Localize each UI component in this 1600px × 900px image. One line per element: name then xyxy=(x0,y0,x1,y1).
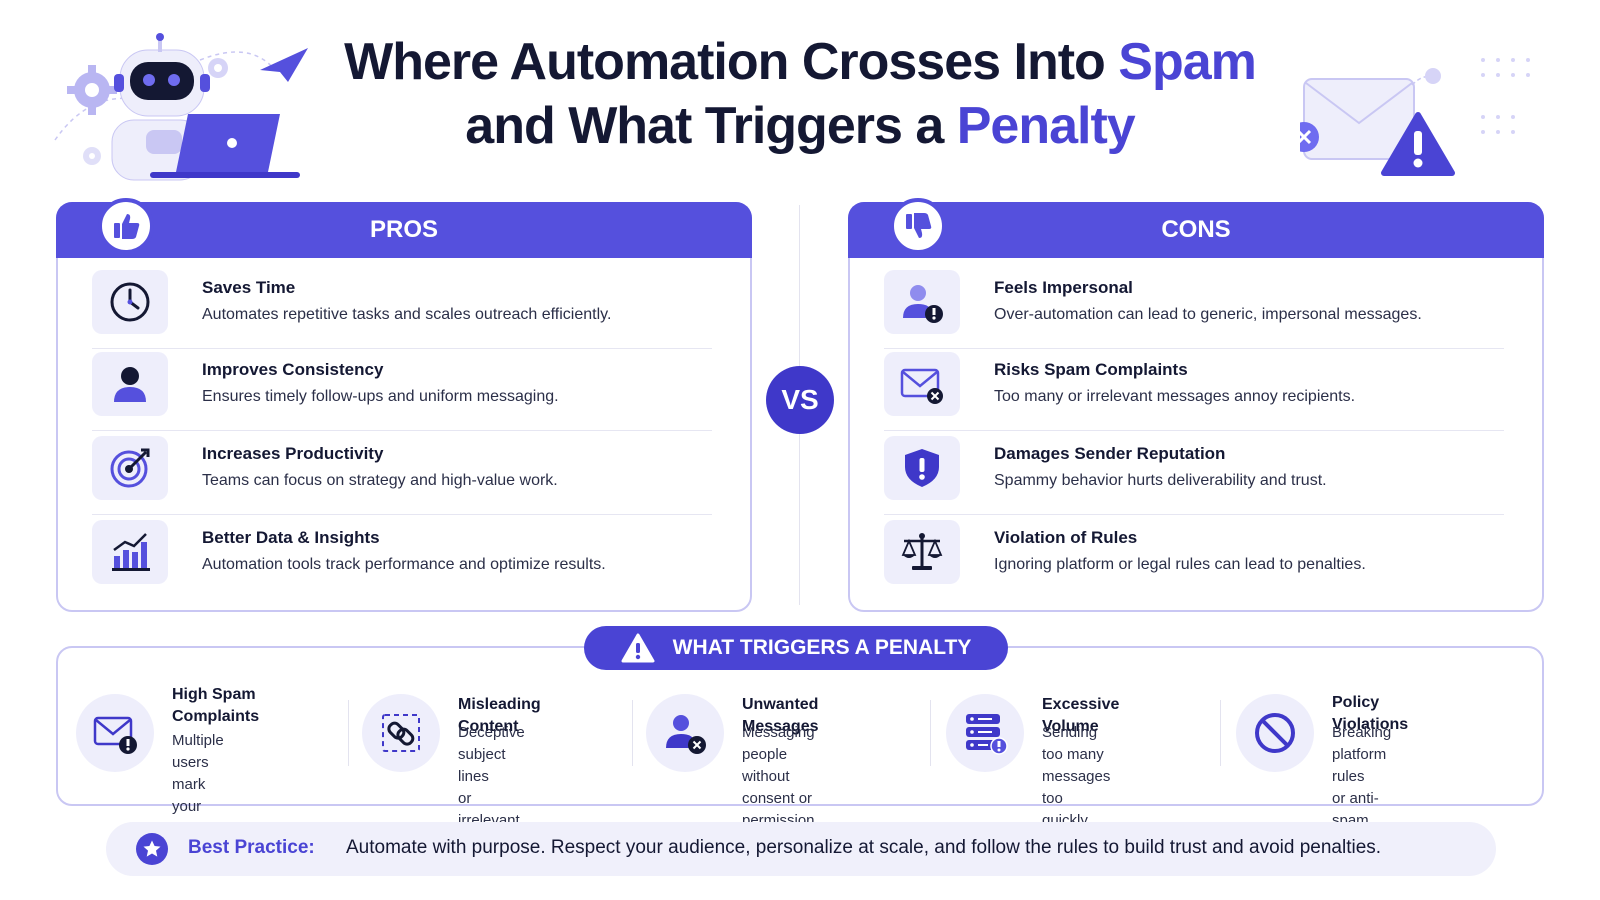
pros-item-desc: Automates repetitive tasks and scales ou… xyxy=(202,306,612,323)
broken-link-icon xyxy=(362,694,440,772)
penalty-title-line: Policy Violations xyxy=(1332,694,1409,733)
penalty-desc-line: Messaging people without xyxy=(742,724,815,785)
paper-plane-icon xyxy=(260,48,308,82)
penalty-item-title: Unwanted Messages xyxy=(742,694,819,738)
best-practice-label: Best Practice: xyxy=(188,837,315,858)
warning-icon xyxy=(1381,112,1455,176)
cons-item: Risks Spam Complaints Too many or irrele… xyxy=(884,352,1514,432)
cons-item: Violation of Rules Ignoring platform or … xyxy=(884,520,1514,600)
best-practice-bar: Best Practice: Automate with purpose. Re… xyxy=(106,822,1496,876)
prohibited-icon xyxy=(1236,694,1314,772)
user-x-icon xyxy=(646,694,724,772)
divider xyxy=(348,700,349,766)
pros-item: Better Data & Insights Automation tools … xyxy=(92,520,722,600)
thumbs-down-icon xyxy=(890,198,946,254)
mail-alert-icon xyxy=(76,694,154,772)
penalty-header: WHAT TRIGGERS A PENALTY xyxy=(584,626,1008,670)
page-title: Where Automation Crosses Into Spam and W… xyxy=(300,30,1300,158)
divider xyxy=(884,348,1504,349)
title-line-1-text: Where Automation Crosses Into xyxy=(344,33,1119,91)
pros-panel: PROS Saves Time Automates repetitive tas… xyxy=(56,198,752,612)
robot-illustration xyxy=(50,30,320,190)
title-line-1: Where Automation Crosses Into Spam xyxy=(300,30,1300,94)
cons-item-desc: Too many or irrelevant messages annoy re… xyxy=(994,388,1356,405)
cons-item-title: Feels Impersonal xyxy=(994,278,1133,297)
penalty-title-line: High Spam xyxy=(172,686,256,703)
cons-item: Damages Sender Reputation Spammy behavio… xyxy=(884,436,1514,516)
cons-panel: CONS Feels Impersonal Over-automation ca… xyxy=(848,198,1544,612)
pros-item: Improves Consistency Ensures timely foll… xyxy=(92,352,722,432)
penalty-item-title: Misleading Content xyxy=(458,694,541,738)
server-alert-icon xyxy=(946,694,1024,772)
penalty-desc-line: Sending too many xyxy=(1042,724,1104,763)
pros-item-title: Increases Productivity xyxy=(202,444,384,463)
divider xyxy=(884,514,1504,515)
divider xyxy=(1220,700,1221,766)
vs-badge: VS xyxy=(766,366,834,434)
title-line-2-text: and What Triggers a xyxy=(465,97,957,155)
divider xyxy=(92,348,712,349)
user-alert-icon xyxy=(884,270,960,334)
divider xyxy=(92,514,712,515)
pros-item-title: Saves Time xyxy=(202,278,296,297)
cons-item-title: Violation of Rules xyxy=(994,528,1138,547)
thumbs-up-icon xyxy=(98,198,154,254)
pros-header: PROS xyxy=(56,202,752,258)
penalty-item-title: Policy Violations xyxy=(1332,692,1408,736)
cons-item-desc: Over-automation can lead to generic, imp… xyxy=(994,306,1422,323)
laptop-icon xyxy=(150,114,300,178)
envelope-warning-illustration xyxy=(1289,55,1560,185)
target-icon xyxy=(92,436,168,500)
cons-item: Feels Impersonal Over-automation can lea… xyxy=(884,270,1514,350)
title-line-2: and What Triggers a Penalty xyxy=(300,94,1300,158)
title-accent-penalty: Penalty xyxy=(956,97,1136,155)
cons-item-desc: Spammy behavior hurts deliverability and… xyxy=(994,472,1327,489)
pros-item-desc: Teams can focus on strategy and high-val… xyxy=(202,472,558,489)
penalty-title-line: Excessive Volume xyxy=(1042,696,1120,735)
cons-item-desc: Ignoring platform or legal rules can lea… xyxy=(994,556,1366,573)
pros-item-desc: Ensures timely follow-ups and uniform me… xyxy=(202,388,559,405)
penalty-desc-line: Deceptive subject lines xyxy=(458,724,525,785)
mail-x-icon xyxy=(884,352,960,416)
title-accent-spam: Spam xyxy=(1118,33,1257,91)
warning-icon xyxy=(621,633,655,663)
best-practice-text: Automate with purpose. Respect your audi… xyxy=(346,837,1382,858)
scales-icon xyxy=(884,520,960,584)
star-icon xyxy=(136,833,168,865)
pros-item: Increases Productivity Teams can focus o… xyxy=(92,436,722,516)
user-icon xyxy=(92,352,168,416)
pros-item-title: Better Data & Insights xyxy=(202,528,380,547)
pros-item: Saves Time Automates repetitive tasks an… xyxy=(92,270,722,350)
divider xyxy=(930,700,931,766)
penalty-item-title: Excessive Volume xyxy=(1042,694,1119,738)
penalty-header-label: WHAT TRIGGERS A PENALTY xyxy=(672,636,972,659)
chart-icon xyxy=(92,520,168,584)
cons-header: CONS xyxy=(848,202,1544,258)
shield-alert-icon xyxy=(884,436,960,500)
penalty-title-line: Complaints xyxy=(172,708,260,725)
divider xyxy=(632,700,633,766)
pros-item-desc: Automation tools track performance and o… xyxy=(202,556,606,573)
clock-icon xyxy=(92,270,168,334)
divider xyxy=(884,430,1504,431)
penalty-title-line: Misleading Content xyxy=(458,696,541,735)
gear-icon xyxy=(67,65,117,115)
pros-item-title: Improves Consistency xyxy=(202,360,384,379)
penalty-desc-line: Breaking platform rules xyxy=(1332,724,1392,785)
cons-item-title: Damages Sender Reputation xyxy=(994,444,1226,463)
cons-item-title: Risks Spam Complaints xyxy=(994,360,1188,379)
penalty-title-line: Unwanted Messages xyxy=(742,696,819,735)
divider xyxy=(92,430,712,431)
penalty-desc-line: Multiple users mark xyxy=(172,732,224,793)
